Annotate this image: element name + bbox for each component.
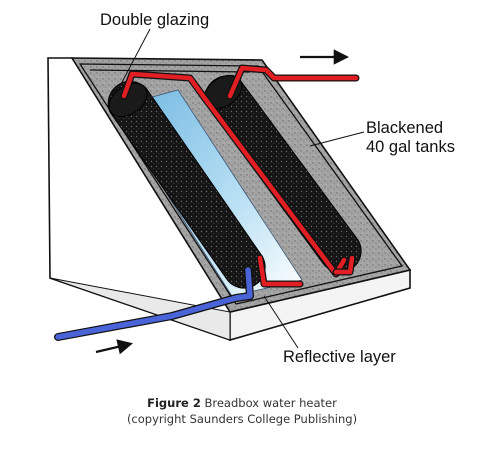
caption-title: Breadbox water heater [204, 396, 337, 410]
figure-caption: Figure 2 Breadbox water heater (copyrigh… [0, 395, 484, 427]
glazing-leader [119, 28, 151, 87]
label-tanks-line2: 40 gal tanks [366, 138, 455, 156]
caption-figure-number: Figure 2 [147, 396, 201, 410]
cold-water-pipe [54, 266, 254, 341]
box-body [47, 57, 411, 342]
label-blackened-tanks: Blackened 40 gal tanks [366, 119, 455, 157]
label-tanks-line1: Blackened [366, 119, 444, 137]
hot-water-pipe [120, 64, 360, 288]
label-double-glazing: Double glazing [100, 11, 210, 29]
caption-title-line: Figure 2 Breadbox water heater [0, 395, 484, 411]
cold-inflow-arrow [95, 339, 133, 355]
label-reflective-layer: Reflective layer [283, 348, 396, 366]
reflective-leader [263, 295, 299, 349]
box-bottom-shade [49, 277, 231, 341]
tanks-leader [309, 131, 365, 147]
caption-credit: (copyright Saunders College Publishing) [126, 412, 358, 426]
double-glazing [78, 63, 404, 305]
